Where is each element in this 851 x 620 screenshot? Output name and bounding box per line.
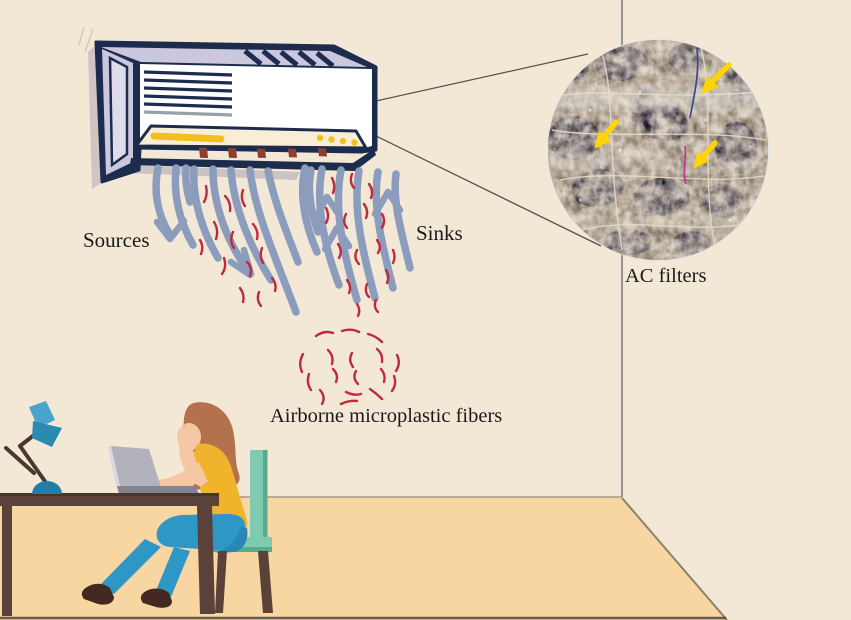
lamp-shade-top	[29, 401, 55, 428]
desk-leg-right	[197, 506, 215, 614]
ac-top-vents	[243, 49, 335, 68]
desk-scene	[0, 401, 273, 616]
filter-specks	[578, 90, 732, 222]
shin-back	[155, 547, 190, 597]
sink-arrowheads	[311, 188, 404, 253]
raised-arm	[179, 424, 208, 487]
ac-accent-bar	[150, 132, 225, 143]
ac-side-panel-inner	[108, 55, 129, 168]
airflow-sources	[152, 164, 302, 316]
lamp-base	[32, 481, 62, 494]
laptop	[108, 446, 199, 494]
magenta-fiber	[683, 145, 687, 185]
filter-arrow-icon	[701, 62, 732, 94]
shin-front	[99, 539, 161, 594]
hip-shade	[215, 527, 248, 553]
hair-front	[183, 402, 224, 430]
ac-bottom-bar	[130, 149, 376, 171]
filter-arrow-icons	[594, 62, 732, 169]
filter-strands	[551, 43, 767, 253]
ac-bottom-strip	[134, 124, 368, 150]
shoe-front	[81, 583, 114, 605]
label-ac-filters: AC filters	[625, 265, 706, 287]
ac-unit	[88, 40, 378, 189]
ac-front-vent-gray	[143, 110, 233, 117]
label-airborne-fibers: Airborne microplastic fibers	[270, 405, 502, 427]
source-arrowheads	[153, 217, 255, 279]
ac-feet	[199, 147, 327, 158]
ac-indicator-dots	[316, 134, 358, 146]
magnifier-leader-lines	[375, 53, 602, 247]
desk-lamp	[4, 401, 62, 494]
filter-arrow-icon	[693, 140, 718, 169]
microplastic-fibers	[198, 172, 400, 406]
label-sources: Sources	[83, 228, 150, 252]
wall-sketch-marks	[78, 26, 94, 53]
fibers-in-source-stream	[198, 184, 277, 308]
blue-fiber	[689, 47, 699, 119]
desk-leg-left	[2, 506, 12, 616]
shoe-back	[140, 588, 172, 608]
floor-corner-line	[621, 497, 728, 620]
desk	[0, 493, 219, 616]
ac-front-vents	[143, 70, 233, 109]
filter-arrow-icon	[594, 119, 619, 149]
chair-legs	[215, 551, 273, 613]
label-sinks: Sinks	[416, 221, 463, 245]
fiber-cluster	[299, 328, 400, 406]
airflow-sinks	[298, 164, 414, 304]
fibers-in-sink-stream	[324, 172, 396, 318]
lamp-shade	[32, 421, 62, 447]
